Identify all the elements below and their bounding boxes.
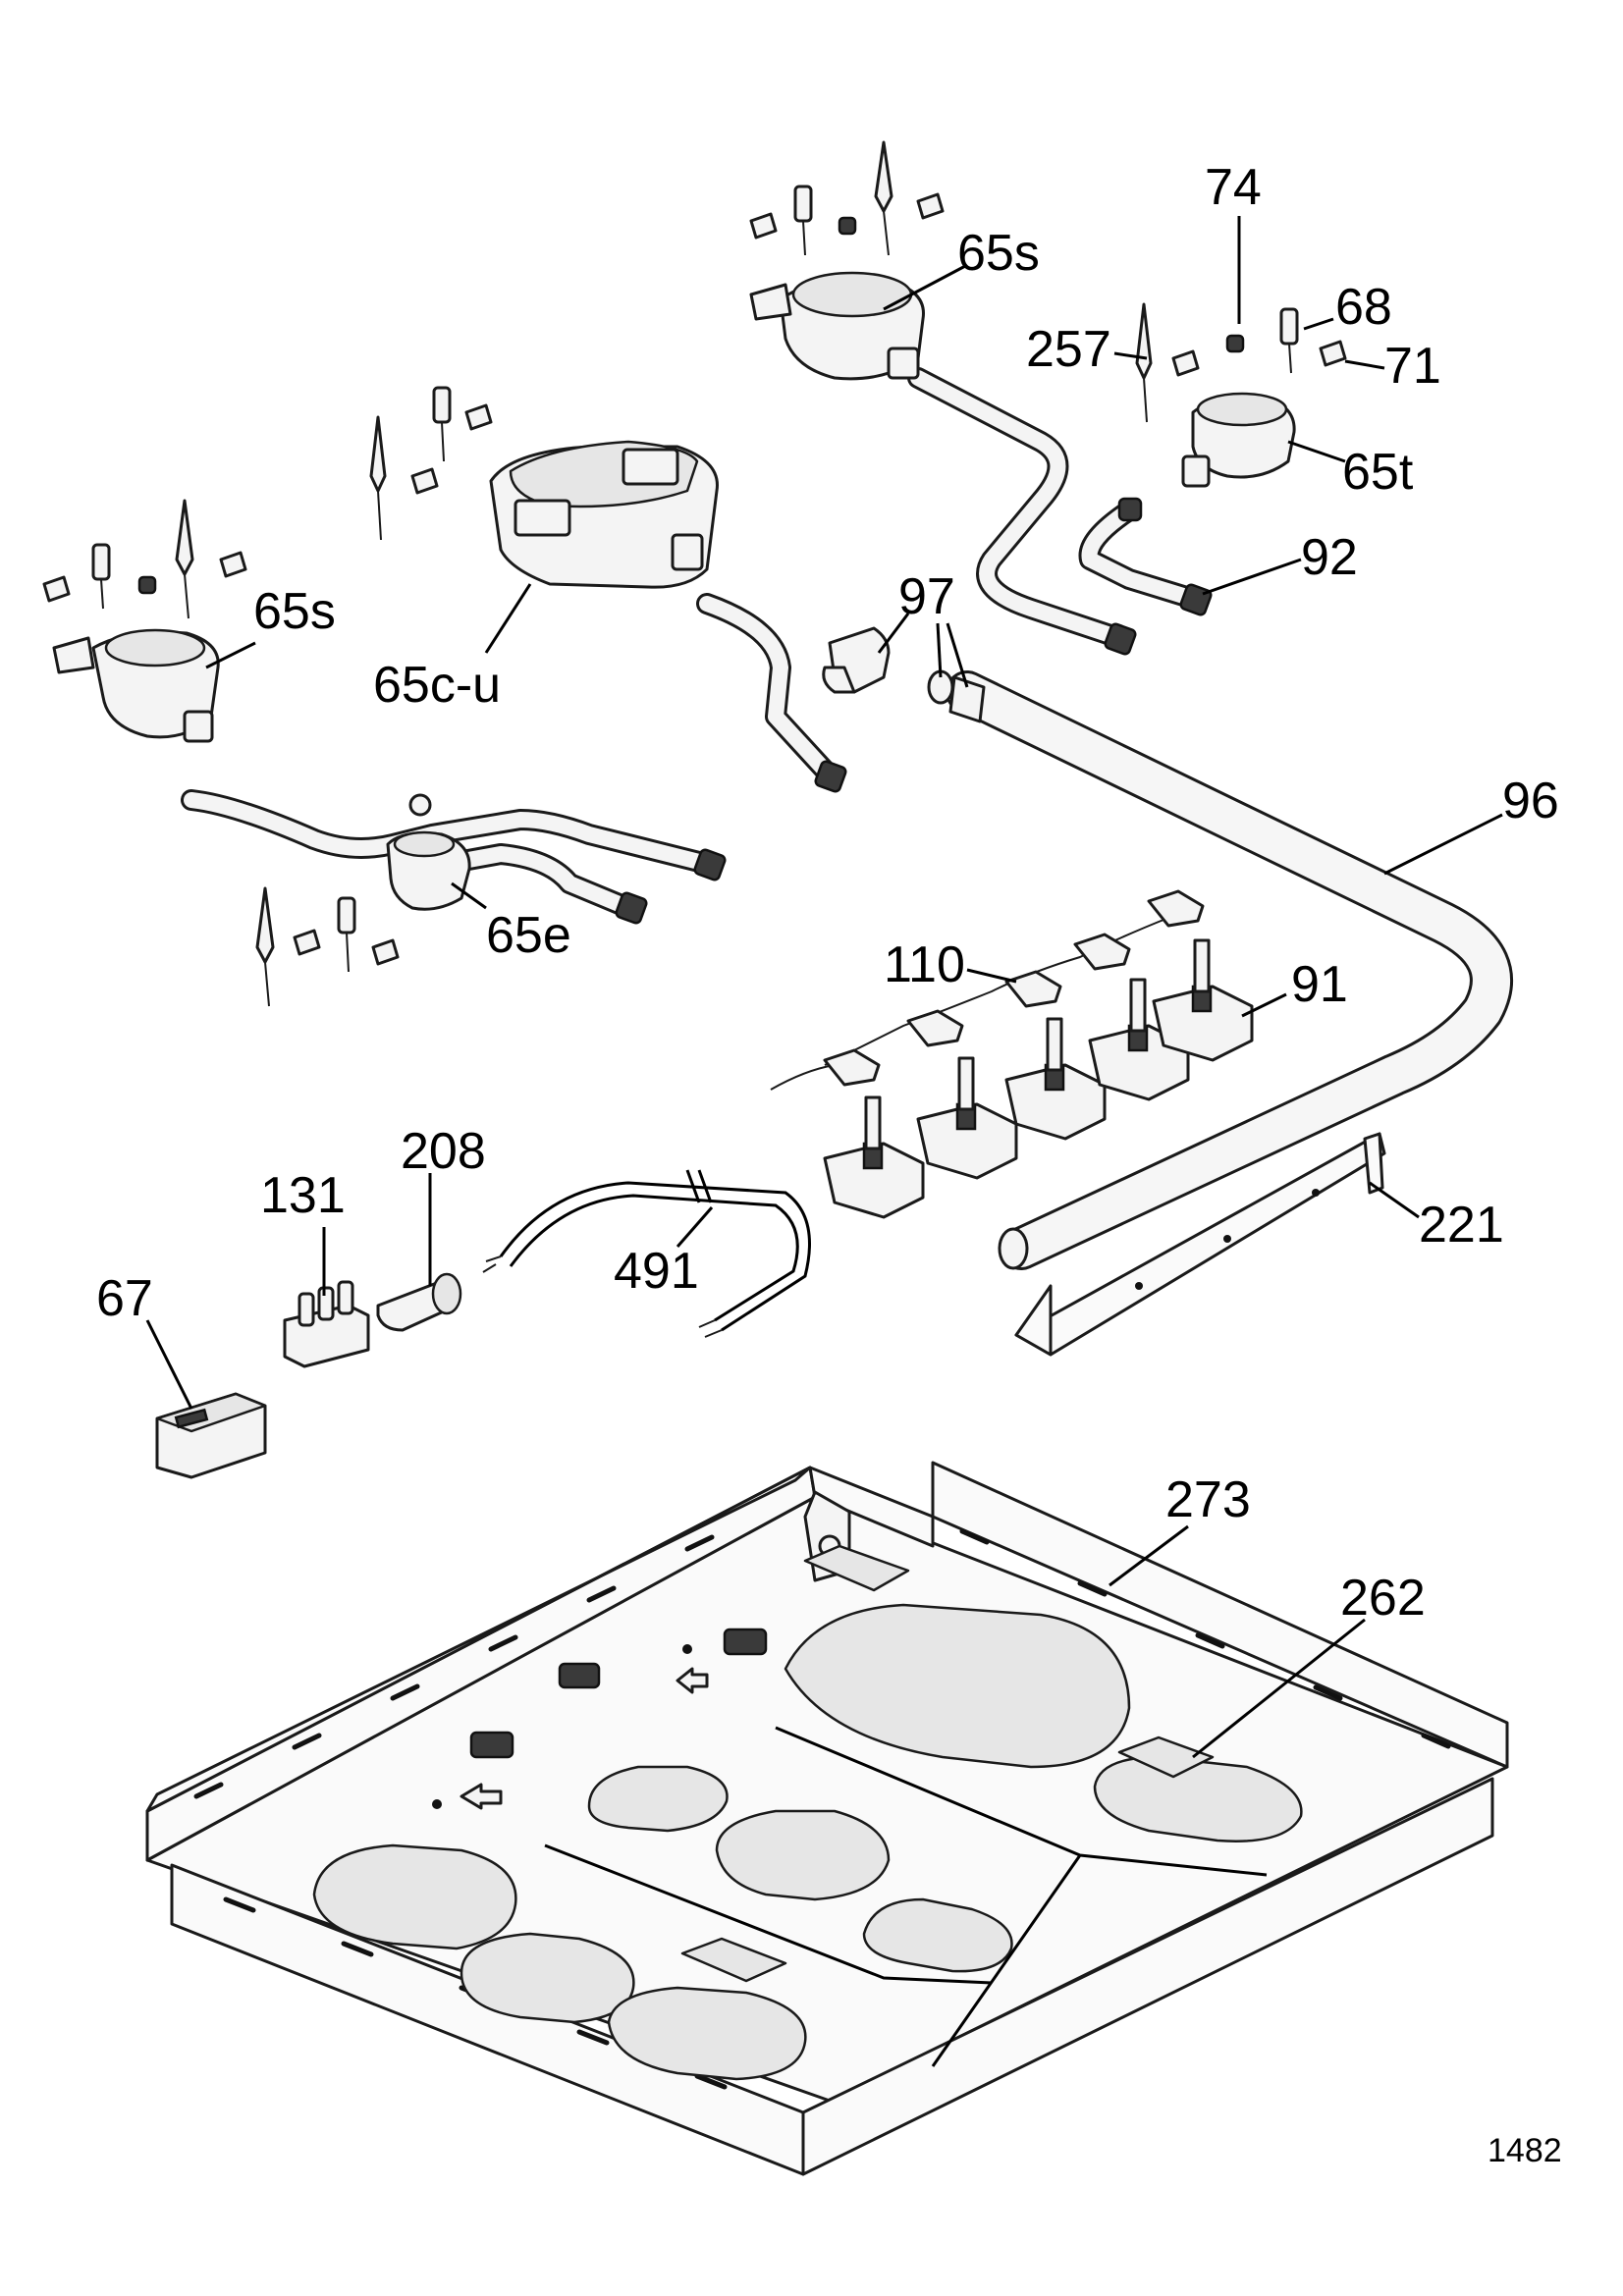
callout-74: 74 — [1205, 159, 1262, 216]
thermocouples-and-electrodes — [42, 140, 1347, 1007]
callout-491: 491 — [614, 1243, 699, 1300]
callout-71: 71 — [1384, 338, 1441, 395]
burner-65s-left — [52, 628, 220, 743]
callout-96: 96 — [1502, 773, 1559, 829]
callout-273: 273 — [1165, 1471, 1251, 1528]
tray-vent-slots — [193, 1528, 1451, 2090]
gas-valve — [916, 1056, 1018, 1180]
gas-valve — [823, 1095, 925, 1219]
callout-65t: 65t — [1342, 444, 1414, 501]
gas-valve — [1004, 1017, 1107, 1141]
spark-generator-67 — [155, 1392, 267, 1479]
gas-valve — [1152, 938, 1254, 1062]
callout-262: 262 — [1340, 1570, 1426, 1627]
callout-92: 92 — [1301, 529, 1358, 586]
callout-labels: 74 65s 68 257 71 65t 92 97 65s 65c-u 96 … — [96, 159, 1559, 1627]
callout-97: 97 — [898, 568, 955, 625]
hob-base-tray — [145, 1461, 1509, 2176]
callout-131: 131 — [260, 1167, 346, 1224]
callout-91: 91 — [1291, 956, 1348, 1013]
callout-65s-left: 65s — [253, 583, 336, 640]
gas-supply-pipe — [946, 670, 1513, 1270]
callout-257: 257 — [1026, 321, 1111, 378]
callout-208: 208 — [401, 1123, 486, 1180]
burner-65t — [1181, 392, 1296, 488]
power-cable-491 — [482, 1169, 811, 1338]
burner-65s-right — [749, 271, 925, 381]
terminal-block-131 — [283, 1280, 370, 1368]
gas-valves — [823, 938, 1254, 1219]
callout-65c-u: 65c-u — [373, 657, 501, 714]
cable-clamp-208 — [376, 1272, 462, 1332]
fastening-bar — [1014, 1132, 1386, 1357]
thermocouple-clips — [770, 889, 1205, 1091]
figure-number: 1482 — [1488, 2132, 1562, 2169]
burner-65e — [386, 793, 471, 911]
burner-pipes — [181, 367, 1213, 925]
callout-68: 68 — [1335, 279, 1392, 336]
callout-221: 221 — [1419, 1197, 1504, 1254]
callout-65s-right: 65s — [957, 225, 1040, 282]
callout-110: 110 — [884, 936, 965, 993]
tray-embossed-plates — [312, 1603, 1303, 2081]
callout-67: 67 — [96, 1270, 153, 1327]
callout-65e: 65e — [486, 907, 571, 964]
leader-lines — [145, 216, 1503, 1759]
burner-65c-u — [489, 440, 719, 589]
